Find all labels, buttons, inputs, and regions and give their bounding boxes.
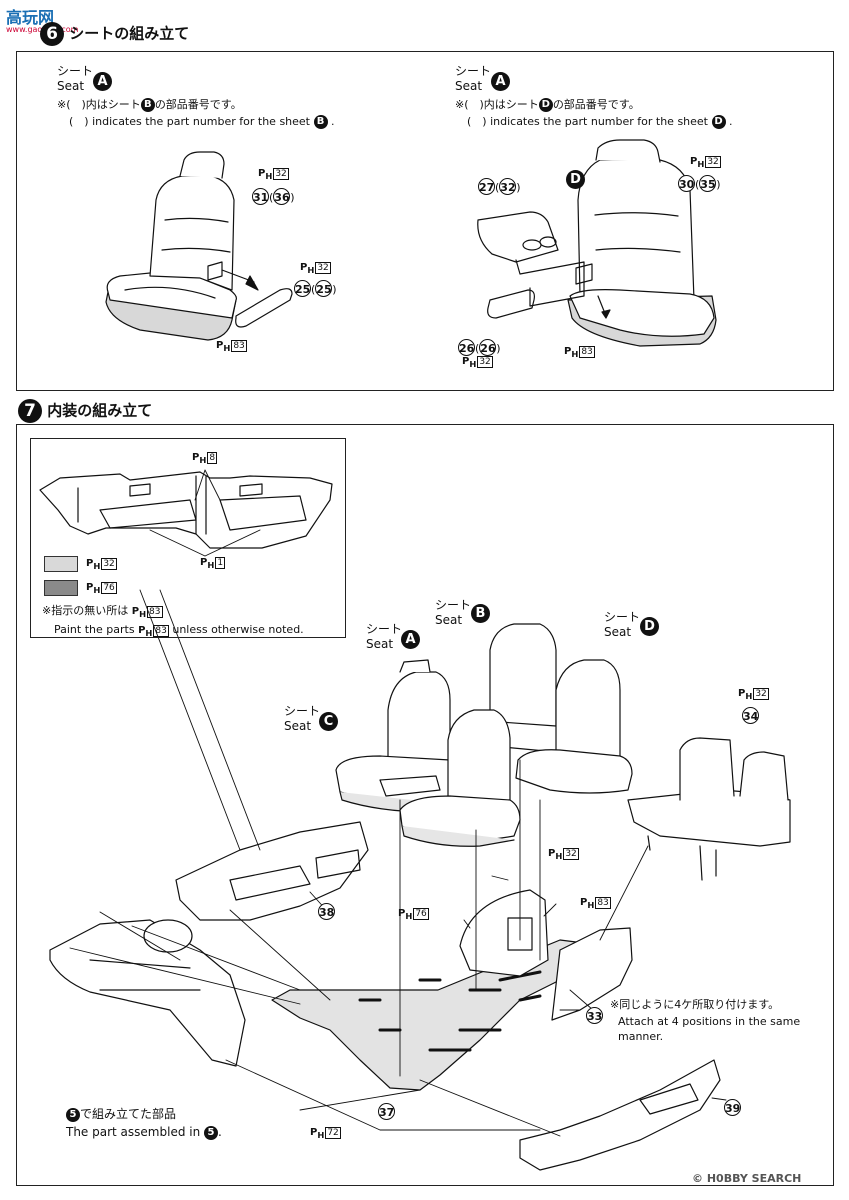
- floor-and-dash: [49, 821, 721, 1171]
- part-39: 39: [724, 1099, 741, 1116]
- part-25: 25(25): [294, 278, 337, 297]
- step7-panel: [16, 424, 834, 1186]
- inset-door-panels: [39, 471, 333, 549]
- seat-en: Seat: [455, 79, 483, 93]
- note-en-pre: ( ) indicates the part number for the sh…: [69, 115, 310, 128]
- seat-jp: シート: [57, 64, 94, 78]
- note-jp-post: の部品番号です。: [154, 98, 242, 111]
- part-37: 37: [378, 1103, 395, 1120]
- watermark: © H0BBY SEARCH: [692, 1172, 802, 1185]
- step7-seats: [335, 623, 791, 881]
- seat-en: Seat: [57, 79, 85, 93]
- part-34: 34: [742, 707, 759, 724]
- seat-letter-badge: D: [640, 617, 659, 636]
- step6-title-text: シートの組み立て: [69, 24, 190, 43]
- note-letter: D: [538, 98, 553, 112]
- step6-right-seat-label: シート Seat: [455, 64, 491, 94]
- seat-letter-badge: A: [93, 72, 112, 91]
- note-letter-en: B: [313, 115, 328, 129]
- step6-title: 6 シートの組み立て: [40, 22, 189, 46]
- step7-title-text: 内装の組み立て: [47, 401, 153, 420]
- step6-left-seat-label: シート Seat: [57, 64, 93, 94]
- part-31: 31(36): [252, 186, 295, 205]
- seat-jp: シート: [455, 64, 492, 78]
- part-30: 30(35): [678, 173, 721, 192]
- note-en-post: .: [331, 115, 335, 128]
- note-jp-pre: ※( )内はシート: [57, 98, 141, 111]
- seat-letter-badge: C: [319, 712, 338, 731]
- step6-panel: [16, 51, 834, 391]
- note-jp-post: の部品番号です。: [552, 98, 640, 111]
- part-26: 26(26): [458, 337, 501, 356]
- note-letter: B: [140, 98, 155, 112]
- attach-note: ※同じように4ケ所取り付けます。 Attach at 4 positions i…: [610, 998, 801, 1043]
- note-en-pre: ( ) indicates the part number for the sh…: [467, 115, 708, 128]
- seat-left-drawing: [105, 151, 293, 341]
- seat-letter-badge: A: [491, 72, 510, 91]
- step6-number: 6: [40, 22, 64, 46]
- seat-d-label: D: [566, 170, 585, 189]
- legend-swatch-light: [44, 556, 78, 572]
- part-38: 38: [318, 903, 335, 920]
- seat-letter-badge: A: [401, 630, 420, 649]
- inset-box: [30, 438, 346, 638]
- note-letter-en: D: [711, 115, 726, 129]
- seat-letter-badge: B: [471, 604, 490, 623]
- legend-swatch-dark: [44, 580, 78, 596]
- logo-text: 高玩网: [6, 8, 55, 27]
- note-en-post: .: [729, 115, 733, 128]
- part-27: 27(32): [478, 176, 521, 195]
- part-33: 33: [586, 1007, 603, 1024]
- note-jp-pre: ※( )内はシート: [455, 98, 539, 111]
- step7-title: 7 内装の組み立て: [18, 399, 152, 423]
- step7-number: 7: [18, 399, 42, 423]
